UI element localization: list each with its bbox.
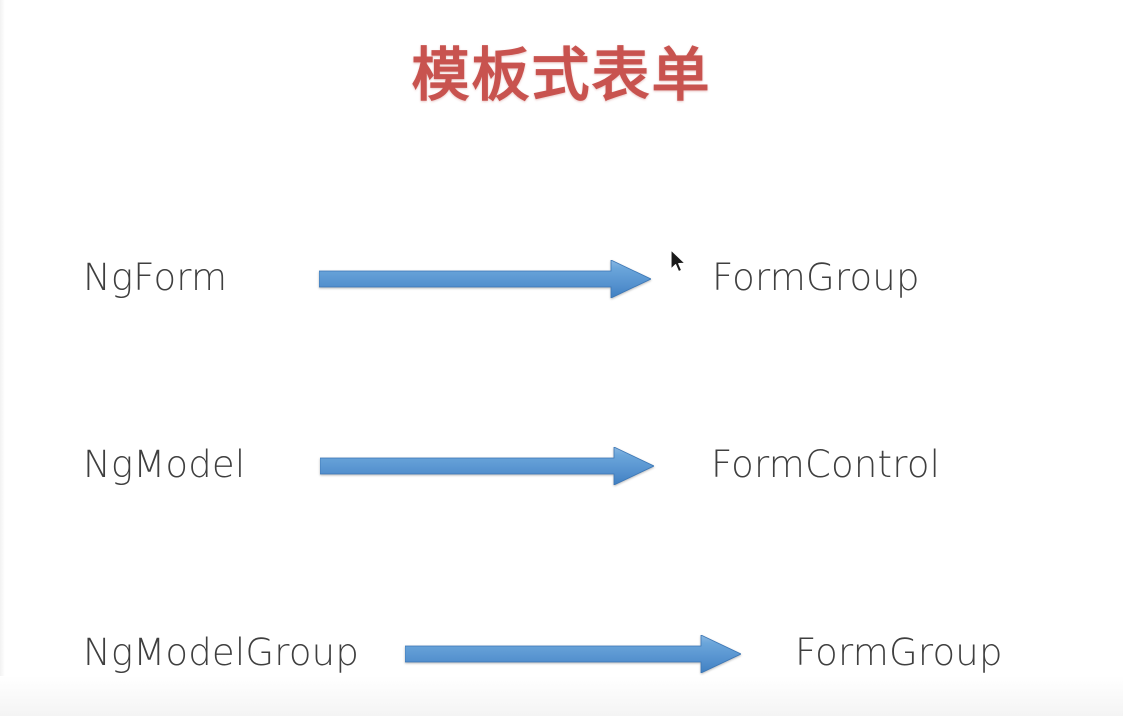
slide-title: 模板式表单	[411, 41, 712, 109]
mapping-source-label: NgForm	[83, 256, 228, 299]
right-block-arrow-icon	[319, 260, 651, 298]
mapping-row: NgModel FormControl	[0, 435, 1123, 495]
mapping-row: NgModelGroup FormGroup	[0, 623, 1123, 683]
mapping-target-label: FormGroup	[795, 631, 1003, 674]
mapping-source-label: NgModel	[83, 443, 246, 486]
right-block-arrow-icon	[320, 447, 654, 485]
mapping-target-label: FormGroup	[712, 256, 920, 299]
mapping-target-label: FormControl	[711, 443, 941, 486]
mapping-source-label: NgModelGroup	[83, 631, 360, 674]
mapping-row: NgForm FormGroup	[0, 248, 1123, 308]
right-block-arrow-icon	[405, 635, 741, 673]
